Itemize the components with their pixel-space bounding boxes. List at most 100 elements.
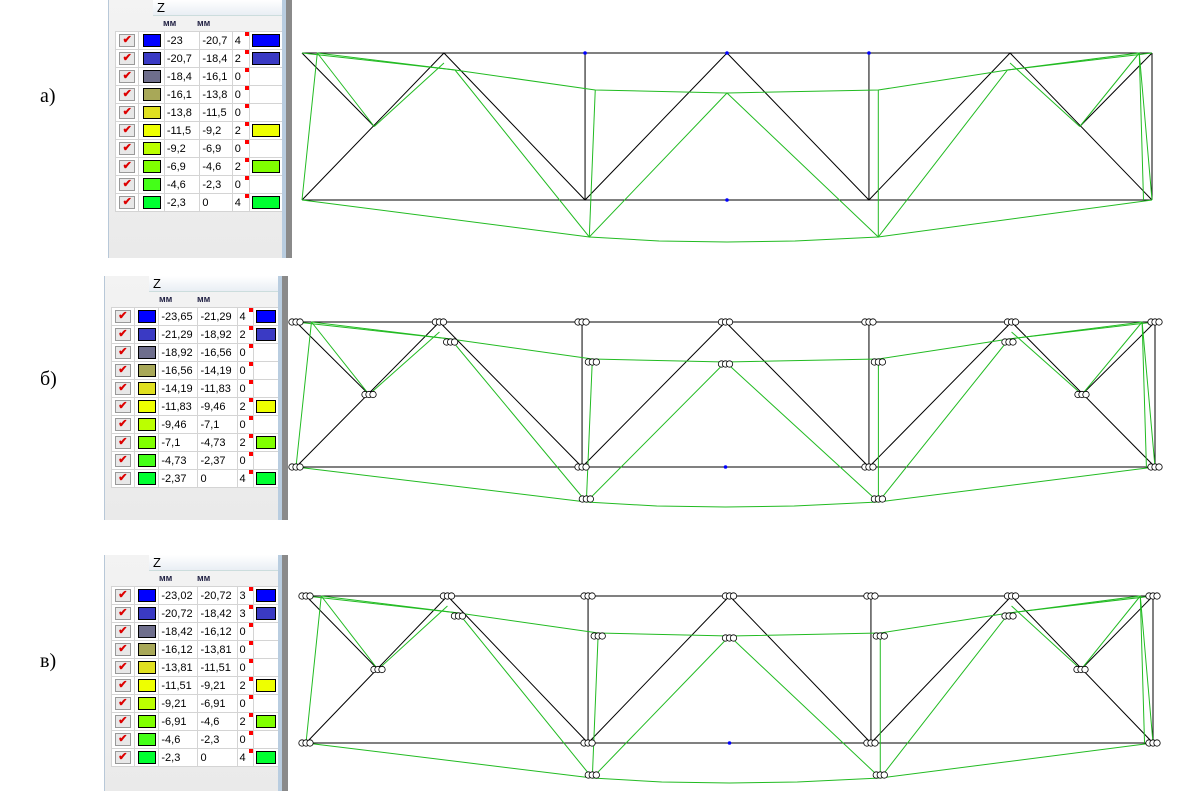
checkbox-cell[interactable]: ✔ xyxy=(114,121,140,140)
visibility-checkbox[interactable]: ✔ xyxy=(114,625,131,638)
visibility-checkbox[interactable]: ✔ xyxy=(114,679,131,692)
color-swatch[interactable] xyxy=(142,106,161,119)
visibility-checkbox[interactable]: ✔ xyxy=(119,160,136,173)
color-swatch[interactable] xyxy=(137,472,156,485)
checkbox-cell[interactable]: ✔ xyxy=(111,361,135,380)
checkbox-cell[interactable]: ✔ xyxy=(111,586,135,605)
visibility-checkbox[interactable]: ✔ xyxy=(114,346,131,359)
color-swatch[interactable] xyxy=(137,715,156,728)
checkbox-cell[interactable]: ✔ xyxy=(114,175,140,194)
color-swatch[interactable] xyxy=(142,88,161,101)
color-swatch[interactable] xyxy=(142,124,161,137)
checkbox-cell[interactable]: ✔ xyxy=(111,694,135,713)
checkbox-cell[interactable]: ✔ xyxy=(111,433,135,452)
visibility-checkbox[interactable]: ✔ xyxy=(119,70,136,83)
checkbox-cell[interactable]: ✔ xyxy=(111,325,135,344)
checkbox-cell[interactable]: ✔ xyxy=(114,31,140,50)
checkbox-cell[interactable]: ✔ xyxy=(111,640,135,659)
color-swatch[interactable] xyxy=(137,400,156,413)
visibility-checkbox[interactable]: ✔ xyxy=(114,589,131,602)
color-swatch[interactable] xyxy=(137,382,156,395)
scrollbar-edge[interactable] xyxy=(282,555,288,791)
color-swatch[interactable] xyxy=(137,418,156,431)
color-swatch[interactable] xyxy=(137,697,156,710)
color-swatch[interactable] xyxy=(137,589,156,602)
visibility-checkbox[interactable]: ✔ xyxy=(119,106,136,119)
visibility-checkbox[interactable]: ✔ xyxy=(119,196,136,209)
checkbox-cell[interactable]: ✔ xyxy=(111,469,135,488)
checkbox-cell[interactable]: ✔ xyxy=(111,622,135,641)
color-swatch[interactable] xyxy=(142,52,161,65)
visibility-checkbox[interactable]: ✔ xyxy=(114,382,131,395)
checkbox-cell[interactable]: ✔ xyxy=(111,451,135,470)
checkbox-cell[interactable]: ✔ xyxy=(111,658,135,677)
visibility-checkbox[interactable]: ✔ xyxy=(119,124,136,137)
color-swatch[interactable] xyxy=(142,160,161,173)
visibility-checkbox[interactable]: ✔ xyxy=(119,88,136,101)
color-swatch[interactable] xyxy=(142,196,161,209)
checkbox-cell[interactable]: ✔ xyxy=(111,748,135,767)
color-swatch[interactable] xyxy=(137,625,156,638)
visibility-checkbox[interactable]: ✔ xyxy=(114,364,131,377)
color-swatch[interactable] xyxy=(137,679,156,692)
visibility-checkbox[interactable]: ✔ xyxy=(119,34,136,47)
visibility-checkbox[interactable]: ✔ xyxy=(114,715,131,728)
checkbox-cell[interactable]: ✔ xyxy=(114,139,140,158)
scrollbar-edge[interactable] xyxy=(286,0,292,258)
checkbox-cell[interactable]: ✔ xyxy=(114,49,140,68)
visibility-checkbox[interactable]: ✔ xyxy=(114,328,131,341)
color-swatch[interactable] xyxy=(142,178,161,191)
color-swatch[interactable] xyxy=(137,661,156,674)
color-swatch[interactable] xyxy=(142,142,161,155)
checkbox-cell[interactable]: ✔ xyxy=(111,343,135,362)
checkbox-cell[interactable]: ✔ xyxy=(114,157,140,176)
color-swatch[interactable] xyxy=(137,733,156,746)
visibility-checkbox[interactable]: ✔ xyxy=(114,733,131,746)
visibility-checkbox[interactable]: ✔ xyxy=(114,607,131,620)
checkbox-cell[interactable]: ✔ xyxy=(114,103,140,122)
checkbox-cell[interactable]: ✔ xyxy=(111,415,135,434)
color-swatch[interactable] xyxy=(137,454,156,467)
color-swatch[interactable] xyxy=(137,346,156,359)
visibility-checkbox[interactable]: ✔ xyxy=(114,454,131,467)
visibility-checkbox[interactable]: ✔ xyxy=(119,178,136,191)
checkbox-cell[interactable]: ✔ xyxy=(111,379,135,398)
checkbox-cell[interactable]: ✔ xyxy=(111,676,135,695)
visibility-checkbox[interactable]: ✔ xyxy=(114,310,131,323)
scrollbar-edge[interactable] xyxy=(282,276,288,520)
visibility-checkbox[interactable]: ✔ xyxy=(114,643,131,656)
color-swatch[interactable] xyxy=(137,607,156,620)
color-swatch[interactable] xyxy=(137,364,156,377)
color-swatch[interactable] xyxy=(137,436,156,449)
checkbox-cell[interactable]: ✔ xyxy=(114,67,140,86)
visibility-checkbox[interactable]: ✔ xyxy=(114,472,131,485)
visibility-checkbox[interactable]: ✔ xyxy=(119,142,136,155)
visibility-checkbox[interactable]: ✔ xyxy=(114,436,131,449)
color-swatch[interactable] xyxy=(137,751,156,764)
checkbox-cell[interactable]: ✔ xyxy=(111,604,135,623)
checkbox-cell[interactable]: ✔ xyxy=(111,307,135,326)
